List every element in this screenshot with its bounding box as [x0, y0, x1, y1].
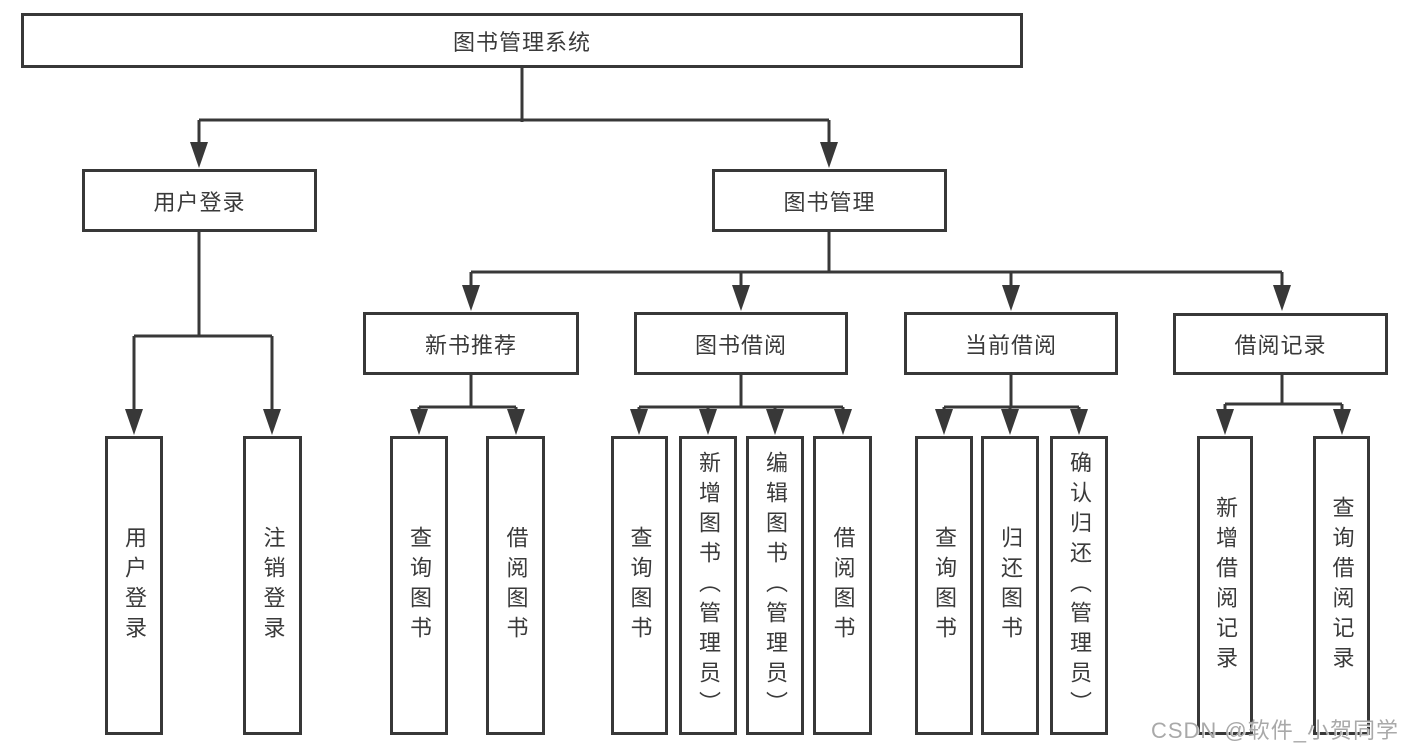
node-book-borrowing: 图书借阅 [634, 312, 848, 375]
node-book-borrowing-label: 图书借阅 [694, 332, 787, 358]
leaf-confirm-return-admin-label: 确认归还（管理员） [1067, 450, 1092, 721]
leaf-query-borrow-record: 查询借阅记录 [1313, 436, 1370, 735]
node-user-login: 用户登录 [82, 169, 317, 232]
node-book-management-label: 图书管理 [783, 189, 876, 215]
arrowheads [125, 142, 1351, 435]
leaf-add-book-admin-label: 新增图书（管理员） [696, 450, 721, 721]
node-current-borrowing-label: 当前借阅 [964, 332, 1057, 358]
leaf-query-borrow-record-label: 查询借阅记录 [1329, 495, 1355, 676]
leaf-borrow-books-recommend: 借阅图书 [486, 436, 545, 735]
node-borrowing-records: 借阅记录 [1173, 313, 1388, 375]
node-new-book-recommendation: 新书推荐 [363, 312, 579, 375]
node-current-borrowing: 当前借阅 [904, 312, 1118, 375]
leaf-borrow-books-recommend-label: 借阅图书 [503, 525, 529, 646]
leaf-edit-book-admin-label: 编辑图书（管理员） [763, 450, 788, 721]
leaf-user-login: 用户登录 [105, 436, 163, 735]
leaf-query-books-borrowing-label: 查询图书 [627, 525, 653, 646]
leaf-query-books-borrowing: 查询图书 [611, 436, 668, 735]
leaf-confirm-return-admin: 确认归还（管理员） [1050, 436, 1108, 735]
watermark: CSDN @软件_小贺同学 [1150, 718, 1399, 743]
leaf-edit-book-admin: 编辑图书（管理员） [746, 436, 804, 735]
node-root-label: 图书管理系统 [452, 29, 591, 55]
leaf-borrow-books-borrowing: 借阅图书 [813, 436, 872, 735]
leaf-borrow-books-borrowing-label: 借阅图书 [830, 525, 856, 646]
node-user-login-label: 用户登录 [153, 189, 246, 215]
leaf-query-books-current: 查询图书 [915, 436, 973, 735]
leaf-query-books-recommend-label: 查询图书 [407, 525, 432, 646]
leaf-logout-label: 注销登录 [260, 525, 286, 646]
leaf-user-login-label: 用户登录 [122, 525, 147, 646]
leaf-add-borrow-record-label: 新增借阅记录 [1213, 495, 1238, 676]
node-book-management: 图书管理 [712, 169, 947, 232]
leaf-query-books-recommend: 查询图书 [390, 436, 448, 735]
leaf-logout: 注销登录 [243, 436, 302, 735]
leaf-add-borrow-record: 新增借阅记录 [1197, 436, 1253, 735]
node-new-book-recommendation-label: 新书推荐 [424, 332, 517, 358]
leaf-add-book-admin: 新增图书（管理员） [679, 436, 737, 735]
leaf-return-book-label: 归还图书 [998, 525, 1023, 646]
leaf-query-books-current-label: 查询图书 [932, 525, 957, 646]
leaf-return-book: 归还图书 [981, 436, 1039, 735]
node-root: 图书管理系统 [21, 13, 1023, 68]
node-borrowing-records-label: 借阅记录 [1234, 333, 1327, 358]
